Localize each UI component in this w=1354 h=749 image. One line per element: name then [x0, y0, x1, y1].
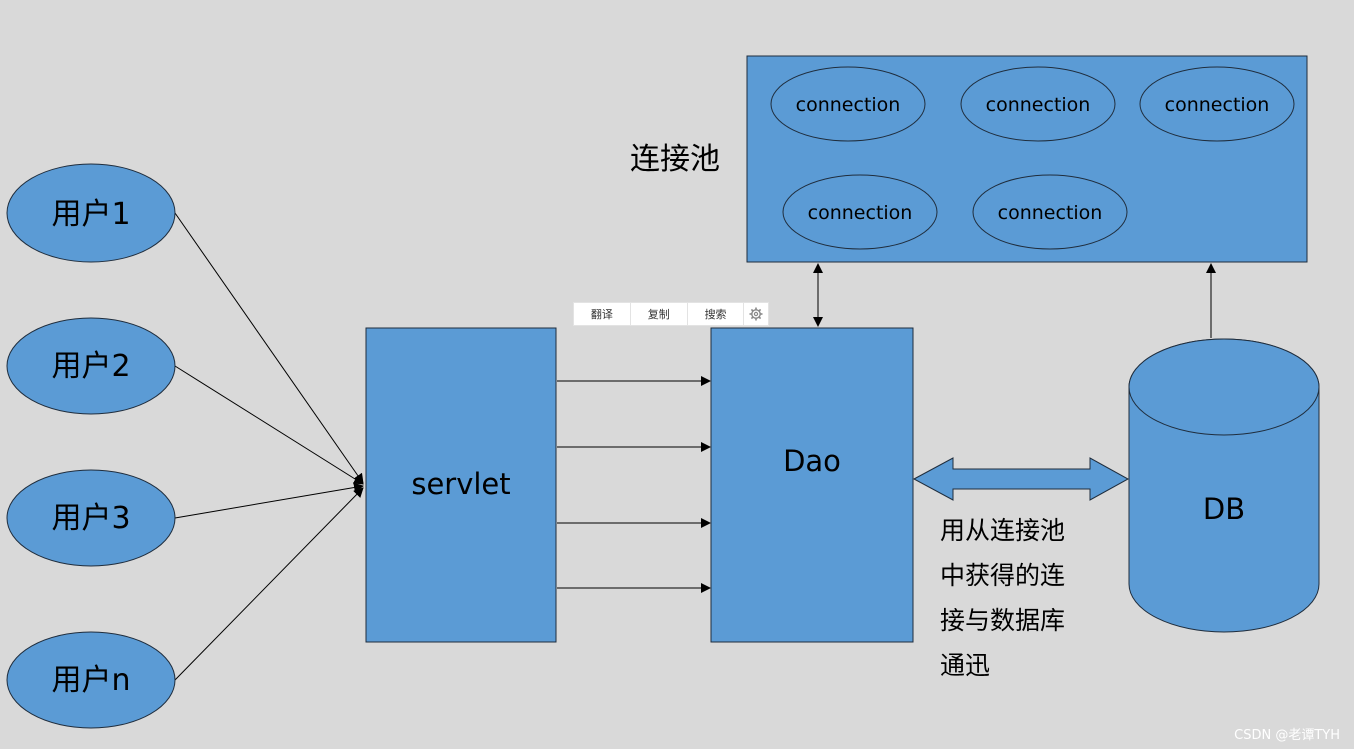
servlet-label: servlet [411, 467, 510, 501]
annotation-note: 用从连接池中获得的连接与数据库通迅 [940, 516, 1066, 680]
translate-button[interactable]: 翻译 [574, 303, 631, 325]
user-label: 用户2 [51, 349, 130, 384]
usern-to-servlet-line [174, 487, 364, 681]
connection-node: connection [770, 66, 926, 142]
dao-db-block-arrow [912, 457, 1130, 501]
connection-node: connection [782, 174, 938, 250]
watermark: CSDN @老谭TYH [1234, 728, 1340, 743]
user1-to-servlet-line [174, 212, 364, 484]
connection-label: connection [986, 94, 1091, 116]
db-cylinder: DB [1128, 338, 1320, 633]
dao-label: Dao [783, 444, 841, 478]
user-node-n: 用户n [6, 631, 176, 729]
gear-icon[interactable] [744, 307, 768, 321]
user-node-3: 用户3 [6, 469, 176, 567]
connection-label: connection [808, 202, 913, 224]
user-label: 用户n [51, 663, 130, 698]
user2-to-servlet-line [174, 365, 364, 485]
db-label: DB [1203, 492, 1245, 526]
copy-button[interactable]: 复制 [631, 303, 688, 325]
connection-label: connection [796, 94, 901, 116]
servlet-box: servlet [365, 327, 557, 643]
dao-box: Dao [710, 327, 914, 643]
user3-to-servlet-line [174, 482, 364, 519]
pool-title: 连接池 [630, 142, 720, 177]
user-label: 用户3 [51, 501, 130, 536]
search-button[interactable]: 搜索 [688, 303, 745, 325]
connection-node: connection [1139, 66, 1295, 142]
user-label: 用户1 [51, 197, 130, 232]
connection-pool-box: connection connection connection connect… [746, 55, 1308, 263]
connection-node: connection [960, 66, 1116, 142]
connection-label: connection [998, 202, 1103, 224]
selection-toolbar: 翻译 复制 搜索 [573, 302, 769, 326]
user-node-2: 用户2 [6, 317, 176, 415]
connection-label: connection [1165, 94, 1270, 116]
connection-node: connection [972, 174, 1128, 250]
user-node-1: 用户1 [6, 163, 176, 263]
